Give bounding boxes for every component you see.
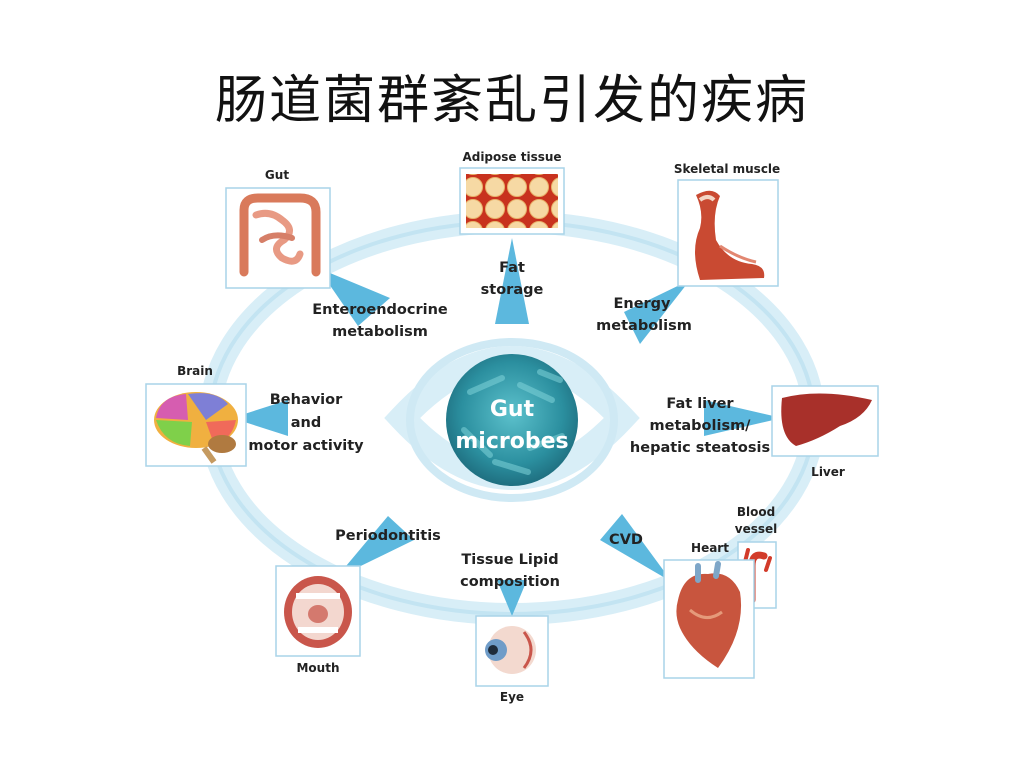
heart-icon xyxy=(676,561,742,668)
label-behavior-2: and xyxy=(291,415,322,431)
arrow-cvd xyxy=(600,514,672,582)
arrow-fat-liver xyxy=(704,400,782,436)
label-cvd: CVD xyxy=(609,532,643,548)
eye-icon xyxy=(485,626,536,674)
label-behavior-1: Behavior xyxy=(270,392,343,408)
label-fat-liver-2: metabolism/ xyxy=(650,418,752,434)
gut-microbes-center: Gut microbes xyxy=(446,354,578,486)
label-periodontitis: Periodontitis xyxy=(335,528,441,544)
label-behavior-3: motor activity xyxy=(248,438,364,454)
arrow-tissue-lipid xyxy=(497,580,527,616)
svg-text:Gut: Gut xyxy=(265,168,289,182)
organ-gut: Gut xyxy=(225,168,331,289)
organ-eye: Eye xyxy=(475,615,549,704)
label-enteroendocrine-2: metabolism xyxy=(332,324,428,340)
label-enteroendocrine-1: Enteroendocrine xyxy=(312,302,448,318)
label-tissue-lipid-2: composition xyxy=(460,574,560,590)
svg-text:Brain: Brain xyxy=(177,364,213,378)
label-energy-2: metabolism xyxy=(596,318,692,334)
arrow-periodontitis xyxy=(336,516,414,578)
gut-icon xyxy=(239,193,321,277)
label-fat-storage-2: storage xyxy=(481,282,544,298)
organ-skeletal-muscle: Skeletal muscle xyxy=(674,162,780,287)
page-title: 肠道菌群紊乱引发的疾病 xyxy=(214,71,809,131)
arrow-behavior xyxy=(232,400,288,436)
svg-text:Adipose tissue: Adipose tissue xyxy=(462,150,561,164)
svg-text:Blood: Blood xyxy=(737,505,775,519)
organ-liver: Liver xyxy=(771,385,879,479)
muscle-icon xyxy=(695,190,765,280)
organ-adipose-tissue: Adipose tissue xyxy=(459,150,565,235)
adipose-tissue-icon xyxy=(466,174,558,228)
svg-text:Liver: Liver xyxy=(811,465,845,479)
label-tissue-lipid-1: Tissue Lipid xyxy=(461,552,558,568)
organ-mouth: Mouth xyxy=(275,565,361,675)
label-fat-liver-1: Fat liver xyxy=(666,396,734,412)
liver-icon xyxy=(781,393,872,446)
arrow-energy xyxy=(624,280,690,344)
svg-text:Eye: Eye xyxy=(500,690,524,704)
mouth-icon xyxy=(284,576,352,648)
arrows xyxy=(232,238,782,616)
svg-text:Skeletal muscle: Skeletal muscle xyxy=(674,162,780,176)
svg-text:Heart: Heart xyxy=(691,541,729,555)
label-energy-1: Energy xyxy=(613,296,671,312)
inner-ring xyxy=(406,338,618,502)
brain-icon xyxy=(154,392,238,464)
organ-brain: Brain xyxy=(145,364,247,467)
center-label-line1: Gut xyxy=(490,397,535,422)
center-label-line2: microbes xyxy=(455,429,568,454)
svg-text:vessel: vessel xyxy=(735,522,778,536)
arrow-enteroendocrine xyxy=(318,268,390,326)
label-fat-liver-3: hepatic steatosis xyxy=(630,440,770,456)
svg-text:Mouth: Mouth xyxy=(296,661,339,675)
organ-heart: Heart xyxy=(663,541,755,679)
arrow-fat-storage xyxy=(495,238,529,324)
label-fat-storage-1: Fat xyxy=(499,260,525,276)
